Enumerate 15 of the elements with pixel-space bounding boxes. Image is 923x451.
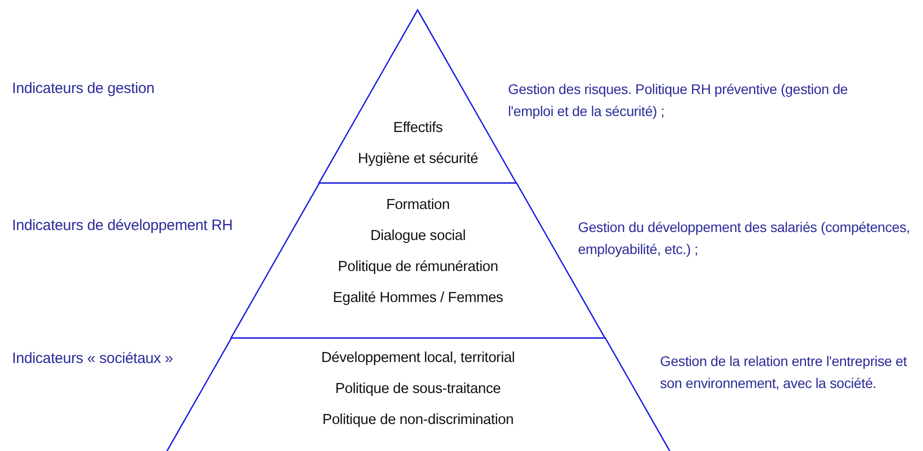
tier-item: Politique de rémunération [338, 259, 498, 275]
tier-item: Politique de non-discrimination [322, 412, 514, 428]
indicator-category: Indicateurs de gestion [12, 80, 154, 97]
tier-item: Egalité Hommes / Femmes [332, 290, 504, 306]
indicator-category: Indicateurs de développement RH [12, 217, 233, 234]
tier-item: Dialogue social [370, 228, 466, 244]
tier-item: Hygiène et sécurité [358, 151, 478, 167]
tier-item: Formation [386, 197, 450, 213]
tier-item: Effectifs [393, 120, 443, 136]
indicator-category: Indicateurs « sociétaux » [12, 350, 173, 367]
management-description: Gestion des risques. Politique RH préventive (gestion de l'emploi et de la sécurité) ; [508, 80, 849, 121]
tier-item: Développement local, territorial [321, 350, 515, 366]
management-description: Gestion du développement des salariés (compétences, employabilité, etc.) ; [578, 218, 910, 259]
management-description: Gestion de la relation entre l'entreprise et son environnement, avec la société. [660, 352, 908, 393]
tier-item: Politique de sous-traitance [335, 381, 501, 397]
